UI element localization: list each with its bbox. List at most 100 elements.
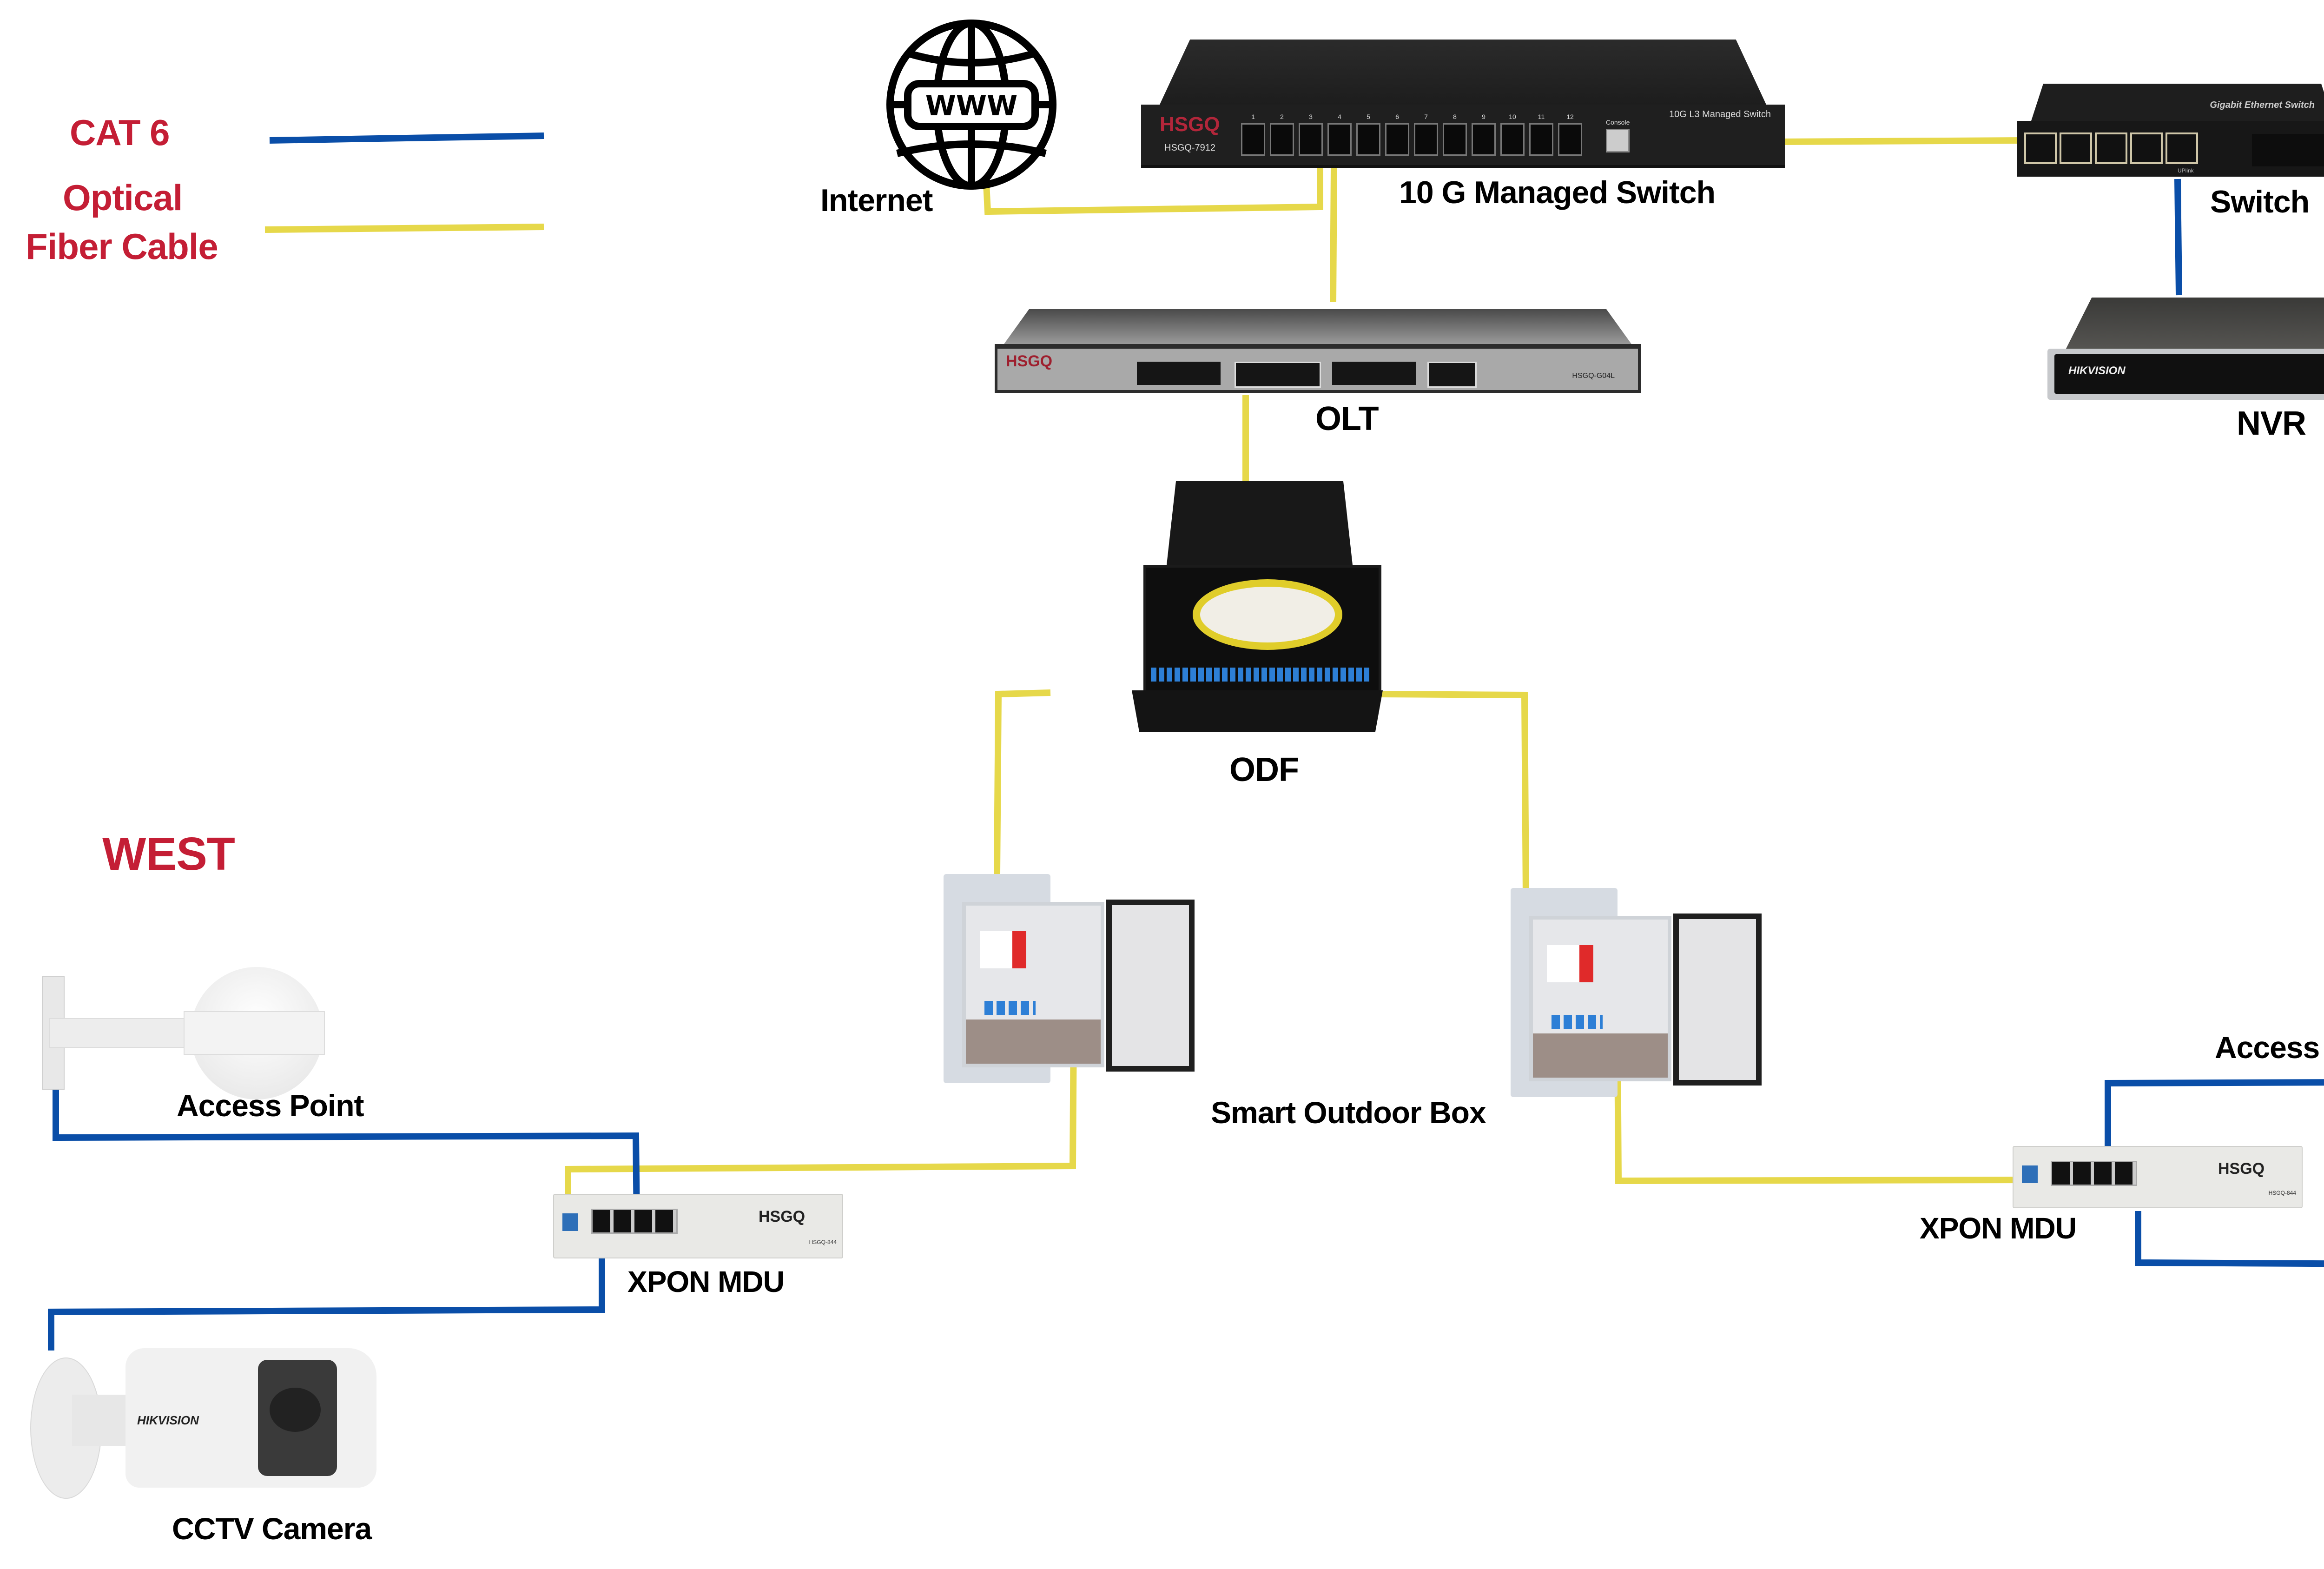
switch-port[interactable] <box>2024 132 2057 164</box>
mdu-east-pon-port[interactable] <box>2022 1165 2038 1183</box>
link-mdu-west-cam <box>48 1237 605 1351</box>
nvr-device[interactable]: HIKVISION <box>2047 298 2324 402</box>
mdu-east-brand: HSGQ <box>2218 1160 2265 1178</box>
region-west-label: WEST <box>102 828 235 880</box>
core-switch-port-number: 6 <box>1395 113 1399 120</box>
core-switch-port-number: 12 <box>1566 113 1574 120</box>
switch-device[interactable]: Gigabit Ethernet Switch UPlink <box>2017 84 2324 181</box>
mdu-west-device[interactable]: HSGQ HSGQ-844 <box>553 1194 843 1258</box>
core-switch-label: 10 G Managed Switch <box>1399 175 1716 210</box>
core-switch-sfp-port[interactable]: 7 <box>1414 113 1438 156</box>
nvr-brand: HIKVISION <box>2068 364 2126 377</box>
cam-west-device[interactable]: HIKVISION <box>26 1348 376 1511</box>
outdoor-box-west-device[interactable] <box>944 874 1208 1097</box>
link-mdu-east-ap <box>2105 1079 2324 1195</box>
ap-east-label: Access Point <box>2215 1030 2324 1065</box>
core-switch-port-number: 4 <box>1338 113 1341 120</box>
switch-port[interactable] <box>2130 132 2163 164</box>
core-switch-port-number: 2 <box>1280 113 1284 120</box>
core-switch-port-number: 9 <box>1482 113 1486 120</box>
legend-fiber-label-line1: Optical <box>63 177 183 218</box>
core-switch-sfp-port[interactable]: 12 <box>1558 113 1582 156</box>
switch-title: Gigabit Ethernet Switch <box>2210 100 2315 110</box>
link-box-east-mdu <box>1614 1036 2029 1185</box>
olt-brand: HSGQ <box>1006 352 1053 370</box>
link-mdu-west-ap <box>53 1079 640 1223</box>
olt-eth-console[interactable] <box>1427 362 1477 388</box>
outdoor-box-east-breaker <box>1547 945 1593 982</box>
olt-model: HSGQ-G04L <box>1572 372 1615 380</box>
core-switch-sfp-port[interactable]: 9 <box>1472 113 1496 156</box>
outdoor-box-west-breaker <box>980 931 1026 968</box>
core-switch-sfp-port[interactable]: 5 <box>1356 113 1380 156</box>
olt-uplink-rj45[interactable] <box>1235 362 1321 388</box>
mdu-east-device[interactable]: HSGQ HSGQ-844 <box>2013 1146 2303 1208</box>
legend-cat6-line <box>269 132 544 144</box>
mdu-west-label: XPON MDU <box>627 1265 785 1298</box>
ap-west-label: Access Point <box>177 1088 364 1123</box>
link-internet-core <box>983 139 1323 215</box>
core-switch-sfp-port[interactable]: 10 <box>1500 113 1525 156</box>
mdu-west-lan-ports[interactable] <box>591 1209 678 1234</box>
internet-label: Internet <box>820 183 933 218</box>
olt-label: OLT <box>1315 400 1379 437</box>
core-switch-sfp-port[interactable]: 1 <box>1241 113 1265 156</box>
outdoor-box-west-door[interactable] <box>1106 900 1195 1072</box>
core-switch-console-port[interactable] <box>1606 129 1630 152</box>
switch-port[interactable] <box>2166 132 2198 164</box>
core-switch-sfp-port[interactable]: 4 <box>1327 113 1352 156</box>
outdoor-box-east-adapters <box>1552 1015 1603 1029</box>
core-switch-port-number: 8 <box>1453 113 1457 120</box>
switch-port[interactable] <box>2060 132 2092 164</box>
olt-device[interactable]: HSGQ HSGQ-G04L <box>995 309 1641 395</box>
outdoor-box-east-door[interactable] <box>1673 914 1762 1086</box>
switch-rj45-ports <box>2024 132 2198 164</box>
legend-cat6-label: CAT 6 <box>70 112 170 153</box>
olt-pon-ports[interactable] <box>1137 362 1221 385</box>
link-odf-box-west <box>994 689 1051 874</box>
olt-uplink-sfp[interactable] <box>1332 362 1416 385</box>
outdoor-box-west-adapters <box>984 1001 1036 1015</box>
core-switch-port-number: 1 <box>1251 113 1255 120</box>
cam-west-lens <box>270 1388 321 1432</box>
odf-label: ODF <box>1229 751 1299 788</box>
link-core-olt <box>1330 167 1337 303</box>
switch-fiber-ports[interactable] <box>2252 134 2324 166</box>
link-core-switch <box>1780 137 2027 145</box>
legend-fiber-label-line2: Fiber Cable <box>26 226 218 267</box>
core-switch-port-number: 5 <box>1367 113 1370 120</box>
core-switch-port-number: 10 <box>1509 113 1516 120</box>
mdu-east-lan-ports[interactable] <box>2051 1161 2137 1186</box>
core-switch-sfp-port[interactable]: 2 <box>1270 113 1294 156</box>
ap-west-device[interactable] <box>37 967 339 1102</box>
mdu-west-model: HSGQ-844 <box>809 1239 837 1245</box>
mdu-east-model: HSGQ-844 <box>2268 1190 2296 1196</box>
switch-label: Switch <box>2210 184 2310 219</box>
mdu-west-pon-port[interactable] <box>562 1213 578 1231</box>
cam-west-brand: HIKVISION <box>137 1413 199 1427</box>
mdu-west-brand: HSGQ <box>759 1208 805 1225</box>
core-switch-sfp-port[interactable]: 3 <box>1299 113 1323 156</box>
link-mdu-east-cam <box>2135 1211 2324 1267</box>
internet-www-text: WWW <box>925 90 1018 122</box>
core-switch-sfp-port[interactable]: 6 <box>1385 113 1409 156</box>
odf-adapter-row[interactable] <box>1151 668 1369 682</box>
odf-device[interactable] <box>1116 481 1404 751</box>
core-switch-console-label: Console <box>1606 119 1630 126</box>
odf-fiber-coil <box>1193 579 1342 650</box>
core-switch-sfp-port[interactable]: 11 <box>1529 113 1553 156</box>
outdoor-box-east-device[interactable] <box>1511 888 1776 1111</box>
core-switch-sfp-port[interactable]: 8 <box>1443 113 1467 156</box>
cam-west-label: CCTV Camera <box>172 1511 372 1546</box>
nvr-label: NVR <box>2237 405 2306 442</box>
core-switch-port-number: 3 <box>1309 113 1313 120</box>
core-switch-subtitle: 10G L3 Managed Switch <box>1669 109 1771 119</box>
switch-port[interactable] <box>2095 132 2127 164</box>
mdu-east-label: XPON MDU <box>1920 1212 2077 1245</box>
legend-fiber-line <box>264 224 544 233</box>
link-switch-nvr <box>2174 179 2182 296</box>
